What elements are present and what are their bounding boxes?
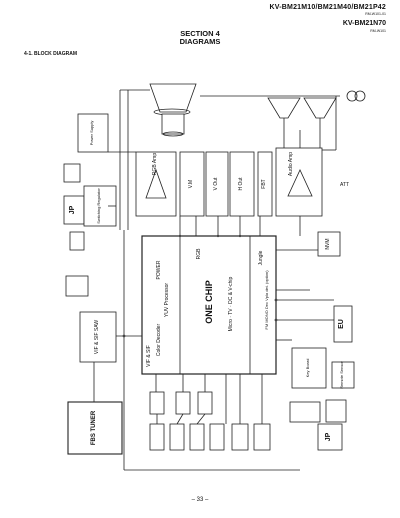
- fm-mono-label: FM MONO Dec Vpla det. (option): [264, 270, 269, 330]
- power-supply-label: Power Supply: [89, 121, 94, 146]
- switching-regulator-label: Switching Regulator: [96, 188, 101, 224]
- one-chip-label: ONE CHIP: [204, 280, 214, 324]
- h-out-box: [229, 151, 255, 217]
- relay-switch-box: [63, 163, 81, 183]
- front-box: [325, 399, 347, 423]
- v-out-label: V Out: [213, 177, 219, 190]
- rgb-label: RGB: [196, 248, 202, 260]
- jp-bottom-label: JP: [325, 432, 332, 441]
- vm-box: [179, 151, 205, 217]
- kbd-label: Key Board: [305, 359, 310, 378]
- video-sw-box-2: [169, 423, 185, 451]
- fbt-label: FBT: [261, 179, 267, 188]
- audio-sw-box-5: [197, 391, 213, 415]
- jp-bottom-box: [317, 423, 343, 451]
- one-chip-box: [141, 235, 277, 375]
- kbd-box: [291, 347, 327, 389]
- model-code-line1: RM-W101-01: [365, 12, 386, 16]
- fbt-box: [257, 151, 273, 217]
- page-number: – 33 –: [191, 497, 209, 503]
- one-chip-sub-label: Micro · TV · DC & V-chip: [228, 276, 234, 331]
- video-sw-box-1: [149, 423, 165, 451]
- rgb-amp-label: RGB Amp: [152, 153, 158, 175]
- video-sw-box-3: [189, 423, 205, 451]
- eu-label: EU: [338, 319, 345, 329]
- model-code-line2: RM-W101: [370, 29, 386, 33]
- if-saw-label: VIF & SIF SAW: [94, 320, 100, 355]
- section-heading: SECTION 4 DIAGRAMS: [0, 30, 400, 46]
- audio-amp-label: Audio Amp: [288, 152, 294, 176]
- tuner-box: [67, 401, 123, 455]
- if-saw-box: [79, 311, 117, 363]
- nvm-box: [317, 231, 341, 257]
- jungle-label: Jungle: [258, 250, 264, 265]
- rgb-amp-box: [135, 151, 177, 217]
- model-numbers-line2: KV-BM21N70: [342, 20, 386, 27]
- vif-sif-label: VIF & SIF: [146, 345, 152, 367]
- fuse-box: [65, 275, 89, 297]
- audio-amp-box: [275, 147, 323, 217]
- audio-sw-box-4: [175, 391, 191, 415]
- power-supply-box: [77, 113, 109, 153]
- tuner-label: FBS TUNER: [91, 410, 97, 445]
- headphone-icon: [346, 90, 358, 102]
- remote-label: Remote Sensor: [339, 360, 344, 388]
- subsection-title: 4-1. BLOCK DIAGRAM: [24, 51, 78, 57]
- yuv-label: YUV Processor: [164, 283, 170, 318]
- audio-sw-box-1: [231, 423, 249, 451]
- sub-power-box: [69, 231, 85, 251]
- v-out-box: [205, 151, 229, 217]
- model-numbers-line1: KV-BM21M10/BM21M40/BM21P42: [269, 4, 386, 11]
- power-label: POWER: [156, 260, 162, 279]
- audio-sw-box-3: [149, 391, 165, 415]
- jp-label: JP: [69, 205, 76, 214]
- color-decoder-label: Color Decoder: [156, 324, 162, 357]
- h-out-label: H Out: [238, 177, 244, 191]
- audio-sw-box-2: [253, 423, 271, 451]
- av-box: [289, 401, 321, 423]
- vm-label: V.M: [188, 180, 194, 188]
- remote-box: [331, 361, 355, 389]
- section-title: DIAGRAMS: [179, 37, 221, 46]
- speaker-left-icon: [267, 97, 301, 119]
- crt-yoke: [149, 83, 197, 113]
- nvm-label: NVM: [325, 238, 331, 249]
- speaker-right-icon: [303, 97, 337, 119]
- crt-neck: [161, 113, 185, 135]
- att-label: ATT: [340, 182, 349, 188]
- eu-box: [333, 305, 353, 343]
- section-number: SECTION 4: [180, 29, 220, 38]
- video-sw-box-4: [209, 423, 225, 451]
